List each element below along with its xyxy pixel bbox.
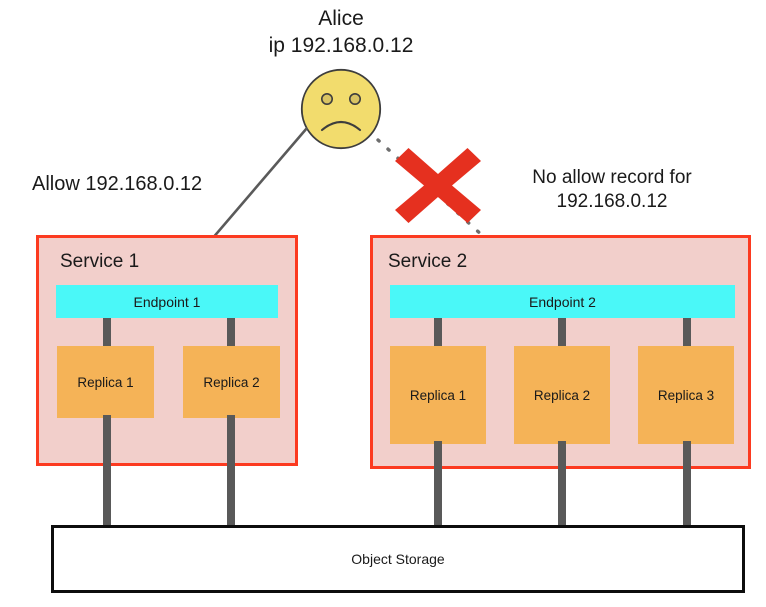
- connector-s2-endpoint-replica-1: [434, 315, 442, 349]
- connector-s1-replica-2-storage: [227, 415, 235, 528]
- connector-s2-endpoint-replica-2: [558, 315, 566, 349]
- service-1-replica-2[interactable]: Replica 2: [183, 346, 280, 418]
- connector-s2-replica-2-storage: [558, 441, 566, 528]
- deny-annotation-line1: No allow record for: [532, 167, 692, 188]
- service-2-title: Service 2: [388, 251, 468, 272]
- connector-s2-endpoint-replica-3: [683, 315, 691, 349]
- service-1-title: Service 1: [60, 251, 140, 272]
- object-storage[interactable]: Object Storage: [51, 525, 745, 593]
- allow-annotation: Allow 192.168.0.12: [32, 173, 203, 195]
- connector-s1-endpoint-replica-1: [103, 315, 111, 349]
- connector-s2-replica-3-storage: [683, 441, 691, 528]
- connector-s1-endpoint-replica-2: [227, 315, 235, 349]
- endpoint-2[interactable]: Endpoint 2: [390, 285, 735, 318]
- connector-s2-replica-1-storage: [434, 441, 442, 528]
- actor-caption: Alice ip 192.168.0.12: [269, 6, 414, 60]
- service-1-replica-1[interactable]: Replica 1: [57, 346, 154, 418]
- deny-annotation-line2: 192.168.0.12: [556, 191, 668, 213]
- actor-name: Alice: [318, 7, 364, 30]
- actor-ip-label: ip 192.168.0.12: [268, 33, 414, 57]
- service-2-replica-2[interactable]: Replica 2: [514, 346, 610, 444]
- service-2-replica-3[interactable]: Replica 3: [638, 346, 734, 444]
- connector-s1-replica-1-storage: [103, 415, 111, 528]
- service-2-replica-1[interactable]: Replica 1: [390, 346, 486, 444]
- endpoint-1[interactable]: Endpoint 1: [56, 285, 278, 318]
- deny-annotation: No allow record for 192.168.0.12: [532, 166, 691, 215]
- red-x-icon: [395, 148, 481, 223]
- sad-face-icon: [300, 68, 382, 150]
